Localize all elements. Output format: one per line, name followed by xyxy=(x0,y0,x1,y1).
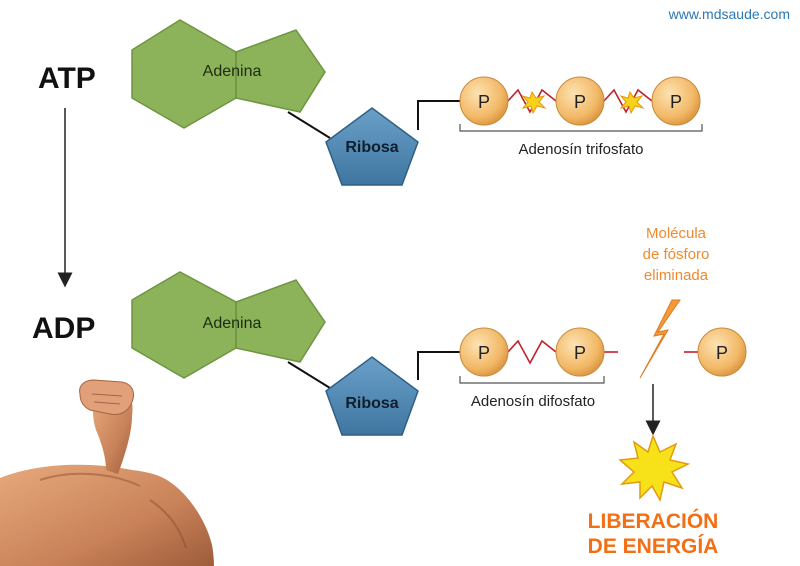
lightning-bolt-icon xyxy=(639,299,681,379)
atp-phosphate-1 xyxy=(459,76,509,126)
adp-phosphate-2 xyxy=(555,327,605,377)
removed-note-line-1: Molécula xyxy=(646,225,707,242)
atp-phosphate-3-label: P xyxy=(670,92,682,112)
atp-ribose: Ribosa xyxy=(325,107,419,186)
atp-label: ATP xyxy=(38,62,96,95)
atp-bond-2 xyxy=(603,88,653,114)
adp-caption-bracket xyxy=(459,376,605,384)
atp-caption: Adenosín trifosfato xyxy=(518,141,643,158)
adp-ribose-phosphate-bond xyxy=(417,351,460,380)
adp-phosphate-chain: P P xyxy=(459,327,618,377)
energy-burst-icon xyxy=(618,433,691,503)
adp-bond-1 xyxy=(507,339,557,365)
atp-phosphate-2-label: P xyxy=(574,92,586,112)
atp-caption-bracket xyxy=(459,124,703,132)
atp-phosphate-1-label: P xyxy=(478,92,490,112)
atp-spark-1-icon xyxy=(521,90,547,115)
atp-ribose-label: Ribosa xyxy=(345,139,398,156)
adp-adenine-label: Adenina xyxy=(203,315,262,332)
removed-phosphate xyxy=(697,327,747,377)
energy-text-line-2: DE ENERGÍA xyxy=(588,535,719,558)
adp-caption: Adenosín difosfato xyxy=(471,393,595,410)
removed-note-line-2: de fósforo xyxy=(643,246,710,263)
atp-phosphate-3 xyxy=(651,76,701,126)
adp-adenine-ribose-bond xyxy=(287,361,331,389)
adp-phosphate-2-label: P xyxy=(574,343,586,363)
atp-phosphate-2 xyxy=(555,76,605,126)
removed-phosphate-label: P xyxy=(716,343,728,363)
atp-adenine: Adenina xyxy=(131,19,326,129)
removed-note-line-3: eliminada xyxy=(644,267,709,284)
atp-adenine-ribose-bond xyxy=(287,111,331,139)
adp-ribose: Ribosa xyxy=(325,356,419,436)
atp-bond-1 xyxy=(507,88,557,114)
atp-phosphate-chain: P P P xyxy=(459,76,701,126)
atp-adenine-label: Adenina xyxy=(203,63,262,80)
atp-ribose-phosphate-bond xyxy=(417,100,460,130)
adp-ribose-label: Ribosa xyxy=(345,395,398,412)
adp-phosphate-1 xyxy=(459,327,509,377)
atp-spark-2-icon xyxy=(619,90,645,115)
adp-adenine: Adenina xyxy=(131,271,326,379)
watermark: www.mdsaude.com xyxy=(668,6,790,22)
adp-label: ADP xyxy=(32,312,95,345)
adp-phosphate-1-label: P xyxy=(478,343,490,363)
energy-text-line-1: LIBERACIÓN xyxy=(588,509,719,533)
flexed-arm-icon xyxy=(0,379,214,566)
